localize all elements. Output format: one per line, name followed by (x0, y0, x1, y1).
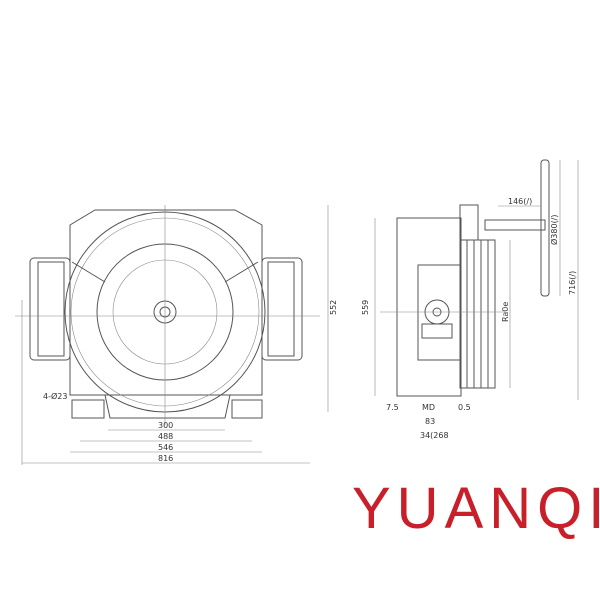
dim-0-5: 0.5 (458, 403, 471, 412)
dim-559: 559 (361, 300, 370, 315)
dim-488: 488 (158, 432, 173, 441)
dim-md: MD (422, 403, 435, 412)
front-view: 4-Ø23 300 488 546 816 552 (15, 205, 338, 465)
dim-300: 300 (158, 421, 173, 430)
dim-816: 816 (158, 454, 173, 463)
dim-83: 83 (425, 417, 435, 426)
rope-label: Ra0e (501, 302, 510, 322)
yuanqi-logo: YUANQI (352, 476, 600, 541)
dim-total-height: 716(/) (568, 271, 577, 295)
dim-268: 34(268 (420, 431, 449, 440)
hole-spec-label: 4-Ø23 (43, 391, 67, 401)
dim-552: 552 (329, 300, 338, 315)
side-view: 559 146(/) Ø380(/) 716(/) Ra0e 7.5 MD 0.… (361, 159, 579, 440)
dim-546: 546 (158, 443, 173, 452)
dim-shaft: 146(/) (508, 197, 532, 206)
dim-wheel: Ø380(/) (549, 214, 559, 245)
dim-7-5: 7.5 (386, 403, 399, 412)
